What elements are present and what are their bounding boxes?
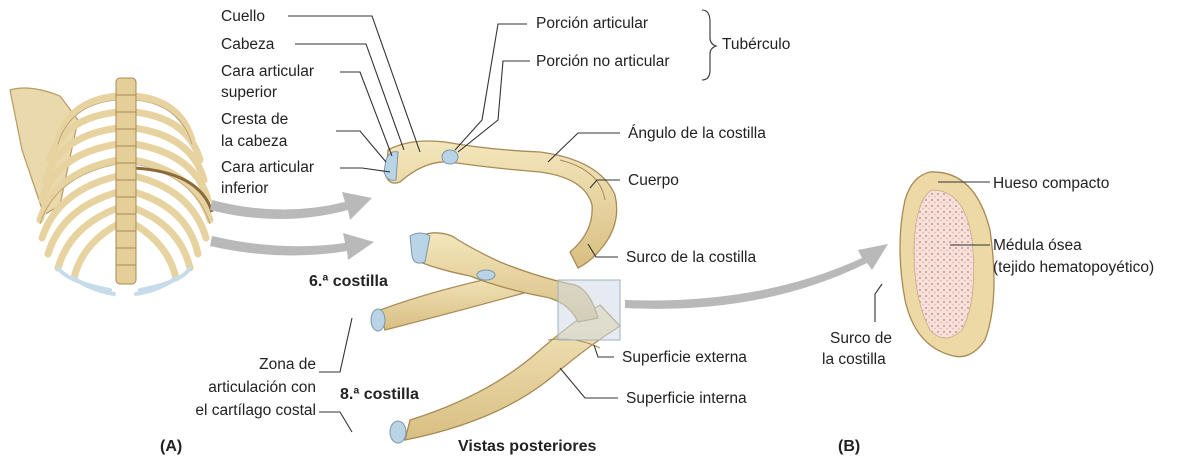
label-cara-articular-superior-1: Cara articular — [221, 62, 314, 81]
rib-cross-section — [900, 172, 994, 357]
label-angulo: Ángulo de la costilla — [628, 124, 766, 143]
vertebral-column — [116, 78, 136, 284]
thorax-illustration — [10, 78, 212, 294]
label-porcion-no-articular: Porción no articular — [536, 52, 670, 71]
label-superficie-externa: Superficie externa — [622, 348, 747, 367]
label-surco-b-1: Surco de — [830, 329, 892, 348]
label-panel-b: (B) — [838, 437, 860, 456]
label-cuerpo: Cuerpo — [628, 171, 679, 190]
right-ribs — [134, 96, 210, 278]
label-cabeza: Cabeza — [221, 35, 274, 54]
label-zona-2: articulación con — [150, 378, 316, 397]
label-vistas-posteriores: Vistas posteriores — [458, 437, 596, 456]
label-medula-1: Médula ósea — [993, 236, 1082, 255]
label-superficie-interna: Superficie interna — [626, 389, 747, 408]
label-panel-a: (A) — [160, 437, 182, 456]
label-porcion-articular: Porción articular — [536, 14, 648, 33]
label-cara-articular-superior-2: superior — [221, 83, 277, 102]
label-tuberculo: Tubérculo — [722, 35, 790, 54]
label-medula-2: (tejido hematopoyético) — [993, 258, 1154, 277]
label-6-costilla: 6.ª costilla — [309, 272, 388, 291]
tuberculo-brace — [702, 10, 716, 80]
label-8-costilla: 8.ª costilla — [340, 385, 419, 404]
label-surco: Surco de la costilla — [626, 248, 756, 267]
label-cuello: Cuello — [221, 7, 265, 26]
section-highlight — [558, 280, 620, 340]
label-cresta-1: Cresta de — [221, 110, 288, 129]
label-zona-1: Zona de — [150, 355, 316, 374]
label-cara-articular-inferior-2: inferior — [221, 179, 268, 198]
label-cresta-2: la cabeza — [221, 132, 287, 151]
leader-lines — [288, 16, 990, 432]
label-hueso-compacto: Hueso compacto — [993, 174, 1109, 193]
label-cara-articular-inferior-1: Cara articular — [221, 158, 314, 177]
label-zona-3: el cartílago costal — [150, 401, 316, 420]
label-surco-b-2: la costilla — [822, 350, 886, 369]
arrow-to-rib8 — [210, 233, 374, 260]
